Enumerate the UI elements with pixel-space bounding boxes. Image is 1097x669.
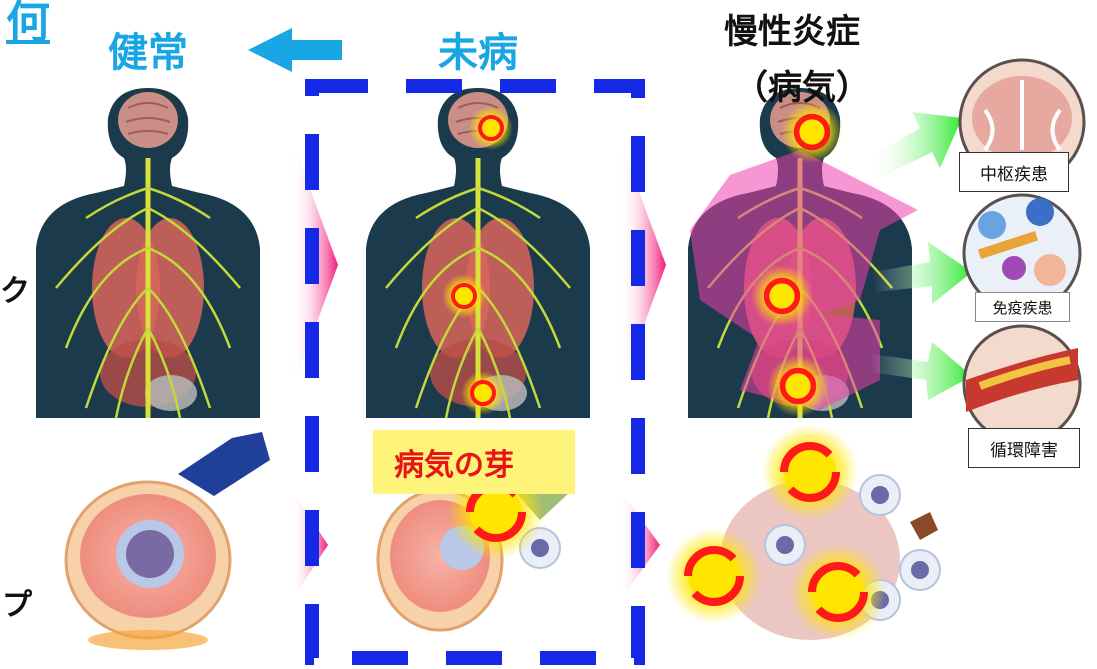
stage-label-chronic-inflammation: 慢性炎症 xyxy=(724,4,860,53)
chronic-inflammation-cells xyxy=(666,424,940,640)
side-label-fragment-top: ク xyxy=(0,266,30,310)
circulatory-disease-label: 循環障害 xyxy=(968,428,1080,468)
corner-title-fragment: 何 xyxy=(6,0,50,50)
stage-label-disease: （病気） xyxy=(734,60,870,109)
side-label-fragment-bottom: プ xyxy=(2,580,32,624)
healthy-body xyxy=(36,88,260,418)
central-disease-label: 中枢疾患 xyxy=(959,152,1069,192)
immune-disease-label: 免疫疾患 xyxy=(975,292,1070,322)
disease-sprout-label: 病気の芽 xyxy=(394,440,514,484)
healthy-cell xyxy=(66,432,270,650)
stage-label-healthy: 健常 xyxy=(108,20,188,78)
vessel-organ-icon xyxy=(964,326,1080,442)
back-arrow xyxy=(248,28,342,72)
stage-label-pre-disease: 未病 xyxy=(438,20,518,78)
